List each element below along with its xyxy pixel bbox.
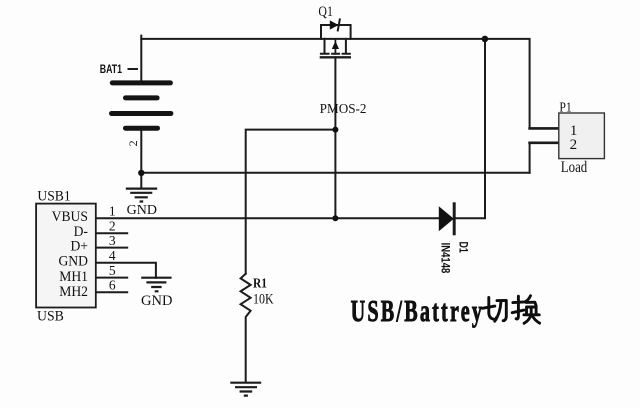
svg-text:R1: R1 xyxy=(253,276,267,291)
svg-text:3: 3 xyxy=(109,233,116,248)
svg-text:BAT1: BAT1 xyxy=(100,63,122,77)
svg-text:Load: Load xyxy=(561,159,588,177)
svg-text:2: 2 xyxy=(570,137,578,153)
svg-text:2: 2 xyxy=(109,219,116,234)
svg-text:MH2: MH2 xyxy=(59,284,88,300)
svg-text:Q1: Q1 xyxy=(318,3,333,19)
svg-text:4: 4 xyxy=(109,248,116,263)
svg-text:GND: GND xyxy=(141,293,172,309)
svg-text:USB/Battrey: USB/Battrey xyxy=(351,294,485,328)
svg-text:P1: P1 xyxy=(559,99,571,115)
svg-text:D+: D+ xyxy=(70,238,88,254)
svg-text:IN4148: IN4148 xyxy=(438,243,451,274)
svg-text:2: 2 xyxy=(126,140,140,146)
svg-text:6: 6 xyxy=(109,278,116,293)
svg-text:USB: USB xyxy=(37,308,64,325)
svg-text:10K: 10K xyxy=(253,290,274,307)
svg-text:VBUS: VBUS xyxy=(52,209,88,225)
svg-text:MH1: MH1 xyxy=(59,269,88,285)
svg-text:GND: GND xyxy=(58,253,88,269)
svg-text:PMOS-2: PMOS-2 xyxy=(320,101,367,116)
svg-text:5: 5 xyxy=(109,263,116,278)
svg-text:USB1: USB1 xyxy=(37,188,70,204)
svg-text:D1: D1 xyxy=(456,242,470,253)
svg-text:GND: GND xyxy=(127,203,157,218)
svg-text:1: 1 xyxy=(570,123,578,139)
svg-text:D-: D- xyxy=(74,224,89,240)
svg-text:1: 1 xyxy=(109,204,116,219)
